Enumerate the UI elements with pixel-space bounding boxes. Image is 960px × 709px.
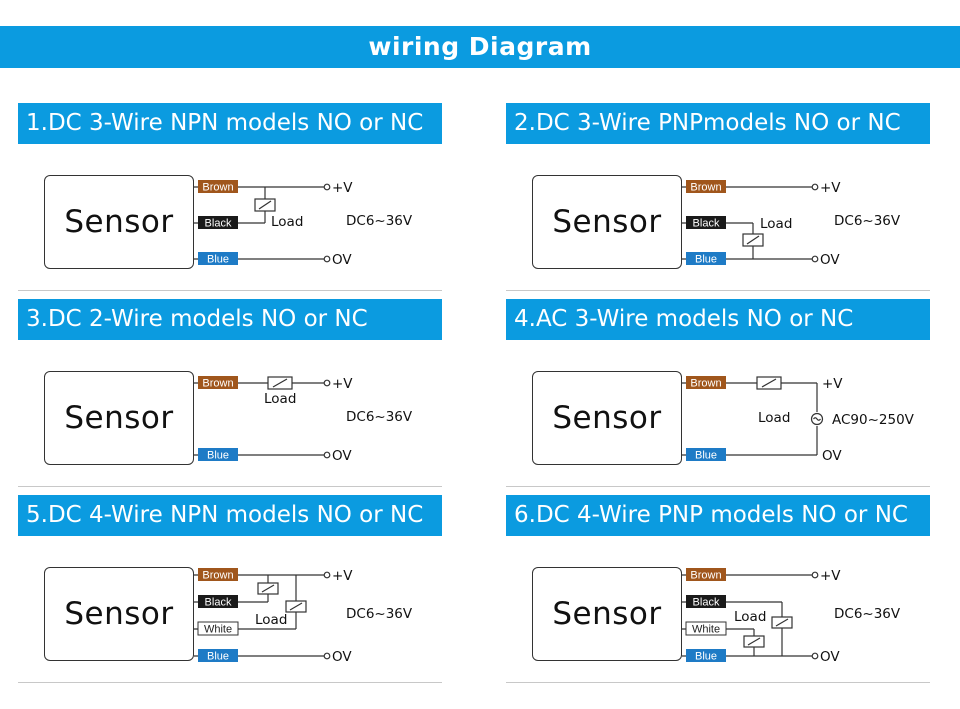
- svg-text:Brown: Brown: [202, 570, 233, 582]
- panel-title: 2.DC 3-Wire PNPmodels NO or NC: [506, 103, 930, 144]
- svg-text:Blue: Blue: [207, 651, 229, 663]
- divider: [18, 486, 442, 487]
- wire-tag-black: Black: [198, 595, 238, 609]
- svg-text:Blue: Blue: [695, 450, 717, 462]
- load-label: Load: [760, 216, 792, 232]
- wire-tag-blue: Blue: [198, 649, 238, 663]
- divider: [18, 682, 442, 683]
- panel-dc-2wire: 3.DC 2-Wire models NO or NC Sensor Brown…: [18, 299, 442, 487]
- wire-tag-brown: Brown: [686, 568, 726, 582]
- load-label: Load: [734, 609, 766, 625]
- svg-text:Brown: Brown: [690, 570, 721, 582]
- svg-text:Blue: Blue: [695, 254, 717, 266]
- load-label: Load: [758, 410, 790, 426]
- load-label: Load: [255, 612, 287, 628]
- svg-text:White: White: [692, 624, 720, 636]
- sensor-box: Sensor: [44, 567, 194, 661]
- wire-tag-black: Black: [686, 595, 726, 609]
- wire-tag-blue: Blue: [198, 448, 238, 462]
- supply-voltage: DC6~36V: [834, 213, 901, 229]
- terminal-plus: +V: [822, 376, 843, 392]
- wire-tag-blue: Blue: [686, 649, 726, 663]
- sensor-box: Sensor: [532, 371, 682, 465]
- svg-text:White: White: [204, 624, 232, 636]
- terminal-plus: +V: [820, 568, 841, 584]
- divider: [18, 290, 442, 291]
- wire-tag-blue: Blue: [198, 252, 238, 266]
- svg-text:Blue: Blue: [207, 450, 229, 462]
- terminal-plus: +V: [820, 180, 841, 196]
- svg-text:Blue: Blue: [207, 254, 229, 266]
- terminal-zero: OV: [820, 649, 840, 665]
- wire-tag-black: Black: [198, 216, 238, 230]
- supply-voltage: DC6~36V: [346, 409, 413, 425]
- page-title: wiring Diagram: [0, 26, 960, 68]
- wire-tag-white: White: [685, 621, 727, 636]
- terminal-zero: OV: [332, 649, 352, 665]
- load-label: Load: [264, 391, 296, 407]
- divider: [506, 486, 930, 487]
- panel-dc-3wire-npn: 1.DC 3-Wire NPN models NO or NC Sensor B…: [18, 103, 442, 291]
- wiring-diagram: Brown Black Blue Load +V OV DC6~36V: [682, 180, 901, 268]
- wire-tag-brown: Brown: [198, 376, 238, 390]
- svg-text:Black: Black: [693, 218, 720, 230]
- divider: [506, 290, 930, 291]
- svg-text:Brown: Brown: [202, 182, 233, 194]
- wire-tag-blue: Blue: [686, 448, 726, 462]
- terminal-plus: +V: [332, 568, 353, 584]
- panel-title: 6.DC 4-Wire PNP models NO or NC: [506, 495, 930, 536]
- load-label: Load: [271, 214, 303, 230]
- wire-tag-brown: Brown: [198, 180, 238, 194]
- svg-text:Black: Black: [693, 597, 720, 609]
- wiring-diagram: Brown Black White Blue Load +V OV DC6~36…: [682, 568, 901, 665]
- wire-tag-black: Black: [686, 216, 726, 230]
- wire-tag-white: White: [197, 621, 239, 636]
- svg-text:Black: Black: [205, 218, 232, 230]
- terminal-zero: OV: [822, 448, 842, 464]
- sensor-box: Sensor: [532, 567, 682, 661]
- svg-text:Brown: Brown: [690, 182, 721, 194]
- terminal-zero: OV: [332, 252, 352, 268]
- terminal-zero: OV: [820, 252, 840, 268]
- panel-title: 4.AC 3-Wire models NO or NC: [506, 299, 930, 340]
- sensor-box: Sensor: [532, 175, 682, 269]
- wire-tag-brown: Brown: [686, 376, 726, 390]
- divider: [506, 682, 930, 683]
- supply-voltage: DC6~36V: [346, 606, 413, 622]
- svg-text:Brown: Brown: [690, 378, 721, 390]
- svg-text:Brown: Brown: [202, 378, 233, 390]
- panel-dc-3wire-pnp: 2.DC 3-Wire PNPmodels NO or NC Sensor Br…: [506, 103, 930, 291]
- supply-voltage: DC6~36V: [834, 606, 901, 622]
- wire-tag-brown: Brown: [198, 568, 238, 582]
- wiring-diagram: Brown Black Blue Load +V OV DC6~36V: [194, 180, 413, 268]
- svg-text:Black: Black: [205, 597, 232, 609]
- supply-voltage: DC6~36V: [346, 213, 413, 229]
- panel-dc-4wire-npn: 5.DC 4-Wire NPN models NO or NC Sensor B…: [18, 495, 442, 683]
- panel-title: 5.DC 4-Wire NPN models NO or NC: [18, 495, 442, 536]
- terminal-plus: +V: [332, 376, 353, 392]
- sensor-box: Sensor: [44, 371, 194, 465]
- panel-ac-3wire: 4.AC 3-Wire models NO or NC Sensor Brown…: [506, 299, 930, 487]
- wiring-diagram: Brown Blue Load +V OV AC90~250V: [682, 376, 915, 464]
- wire-tag-blue: Blue: [686, 252, 726, 266]
- panel-title: 1.DC 3-Wire NPN models NO or NC: [18, 103, 442, 144]
- wiring-diagram: Brown Black White Blue Load +V OV DC6~36…: [194, 568, 413, 665]
- wiring-diagram: Brown Blue Load +V OV DC6~36V: [194, 376, 413, 464]
- panel-dc-4wire-pnp: 6.DC 4-Wire PNP models NO or NC Sensor B…: [506, 495, 930, 683]
- terminal-zero: OV: [332, 448, 352, 464]
- wire-tag-brown: Brown: [686, 180, 726, 194]
- sensor-box: Sensor: [44, 175, 194, 269]
- svg-text:Blue: Blue: [695, 651, 717, 663]
- supply-voltage: AC90~250V: [832, 412, 915, 428]
- panel-title: 3.DC 2-Wire models NO or NC: [18, 299, 442, 340]
- terminal-plus: +V: [332, 180, 353, 196]
